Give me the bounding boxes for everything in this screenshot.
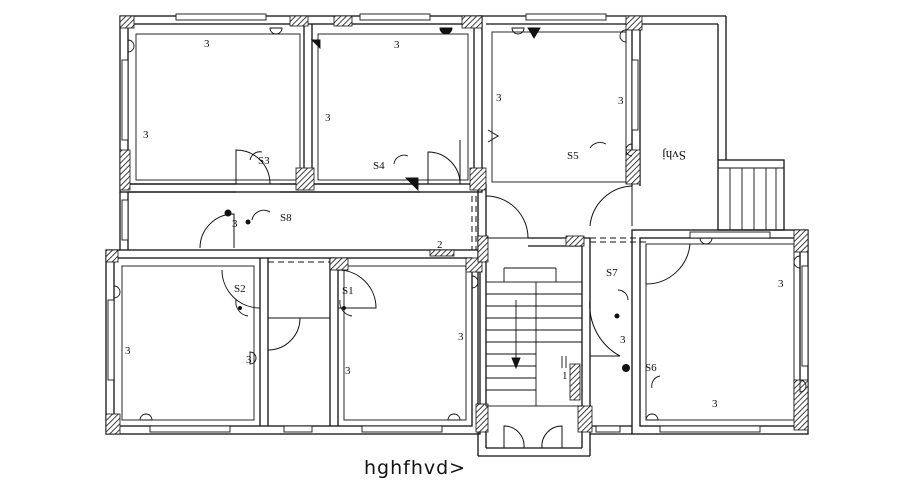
- stair-step-label: 1: [562, 370, 568, 382]
- dimension-label: 3: [394, 39, 400, 51]
- switch-labels: S3 S4 S5 S8 S2 S1 S7 S6: [234, 150, 657, 374]
- switch-label-s7: S7: [606, 267, 618, 279]
- dimension-label: 3: [620, 334, 626, 346]
- doors: [199, 129, 691, 449]
- switch-label-s6: S6: [645, 362, 657, 374]
- dimension-label: 3: [778, 278, 784, 290]
- windows: [107, 13, 809, 433]
- dimension-label: 3: [125, 345, 131, 357]
- switch-label-s8: S8: [280, 212, 292, 224]
- dimension-label: 3: [618, 95, 624, 107]
- switch-label-s5: S5: [567, 150, 579, 162]
- dimension-label: 3: [712, 398, 718, 410]
- dimension-labels: 3 3 3 3 3 3 3 3 3 3 3 3 3 3: [125, 38, 784, 410]
- stair-step-label: 2: [437, 239, 443, 251]
- dimension-label: 3: [232, 218, 238, 230]
- dimension-label: 3: [325, 112, 331, 124]
- switch-label-s4: S4: [373, 160, 385, 172]
- switch-label-s3: S3: [258, 155, 270, 167]
- interior-partitions: [121, 24, 795, 426]
- fixture-marks: [113, 27, 807, 421]
- exterior-steps: [717, 159, 785, 231]
- columns: [105, 15, 809, 435]
- mirrored-note-text: Svhj: [662, 148, 686, 163]
- switch-leaders: [235, 142, 661, 389]
- mirrored-note: Svhj: [662, 148, 686, 163]
- switch-label-s2: S2: [234, 283, 246, 295]
- dimension-label: 3: [246, 354, 252, 366]
- drawing-caption: hghfhvd>: [364, 457, 466, 479]
- dimension-label: 3: [458, 331, 464, 343]
- dimension-label: 3: [204, 38, 210, 50]
- staircase: [485, 267, 583, 407]
- dimension-label: 3: [143, 129, 149, 141]
- switch-label-s1: S1: [342, 285, 354, 297]
- dimension-label: 3: [496, 92, 502, 104]
- dimension-label: 3: [345, 365, 351, 377]
